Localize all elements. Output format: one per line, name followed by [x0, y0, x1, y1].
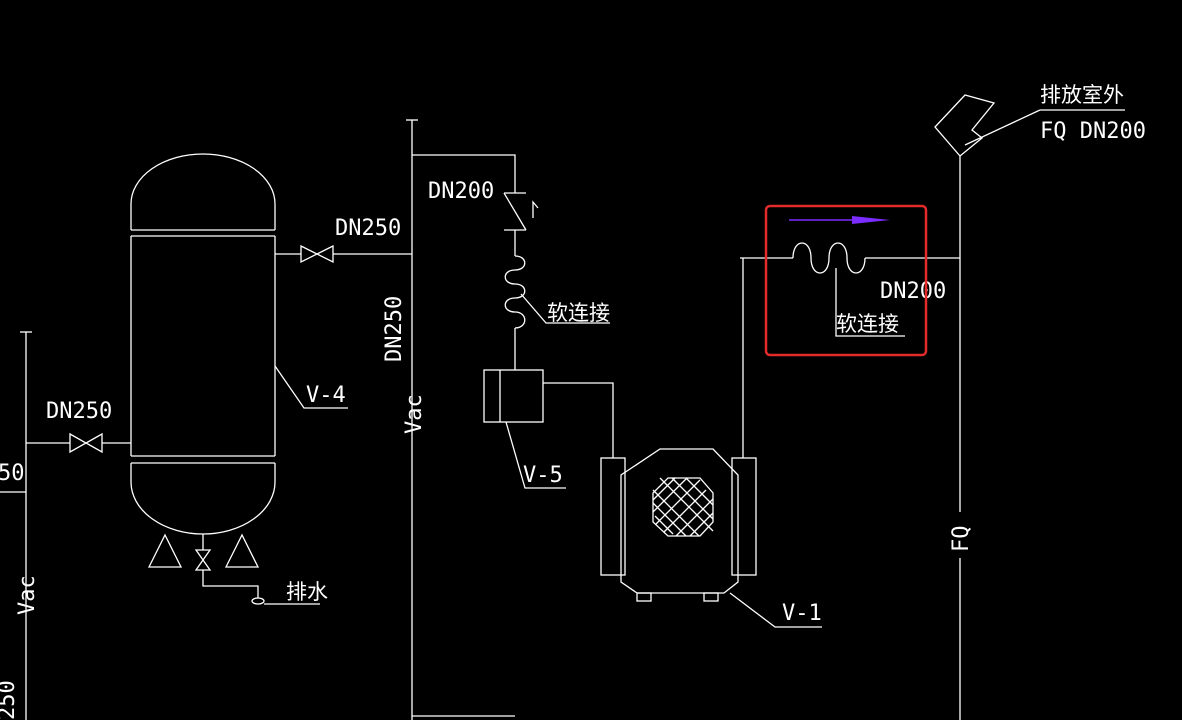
fq-dn200-label: FQ DN200	[1040, 119, 1146, 144]
dn250-top-label: DN250	[335, 216, 401, 241]
vent-outdoor-label: 排放室外	[1040, 83, 1124, 107]
left-edge-label-bottom: 250	[0, 680, 20, 720]
pump-v1[interactable]	[600, 258, 822, 628]
v5-unit[interactable]	[483, 369, 614, 489]
v1-label: V-1	[782, 601, 822, 626]
left-vac-line	[0, 331, 32, 720]
dn250-vertical-label: DN250	[382, 296, 407, 362]
left-inlet-pipe	[26, 432, 131, 454]
dn200-top-label: DN200	[428, 179, 494, 204]
fq-vertical-label: FQ	[949, 526, 974, 553]
v4-leader	[274, 365, 348, 409]
tank-v4[interactable]	[130, 153, 320, 605]
v5-label: V-5	[523, 463, 563, 488]
center-vac-label: Vac	[402, 394, 427, 434]
v4-label: V-4	[306, 383, 346, 408]
dn250-left-label: DN250	[46, 399, 112, 424]
drain-label: 排水	[286, 580, 328, 604]
left-vac-label: Vac	[15, 575, 40, 615]
left-edge-label-top: 50	[0, 461, 25, 486]
vent-hood	[934, 94, 1125, 157]
highlight-box[interactable]	[764, 204, 928, 357]
pump-crosshatch	[652, 477, 714, 537]
flex-joint-box-label: 软连接	[836, 312, 899, 336]
tank-outlet-pipe	[275, 244, 412, 264]
dn200-right-label: DN200	[880, 279, 946, 304]
flow-direction-arrow	[789, 216, 890, 224]
flex-joint-upper-label: 软连接	[547, 301, 610, 325]
central-vac-line	[406, 119, 515, 720]
v5-branch-pipe	[412, 154, 610, 370]
